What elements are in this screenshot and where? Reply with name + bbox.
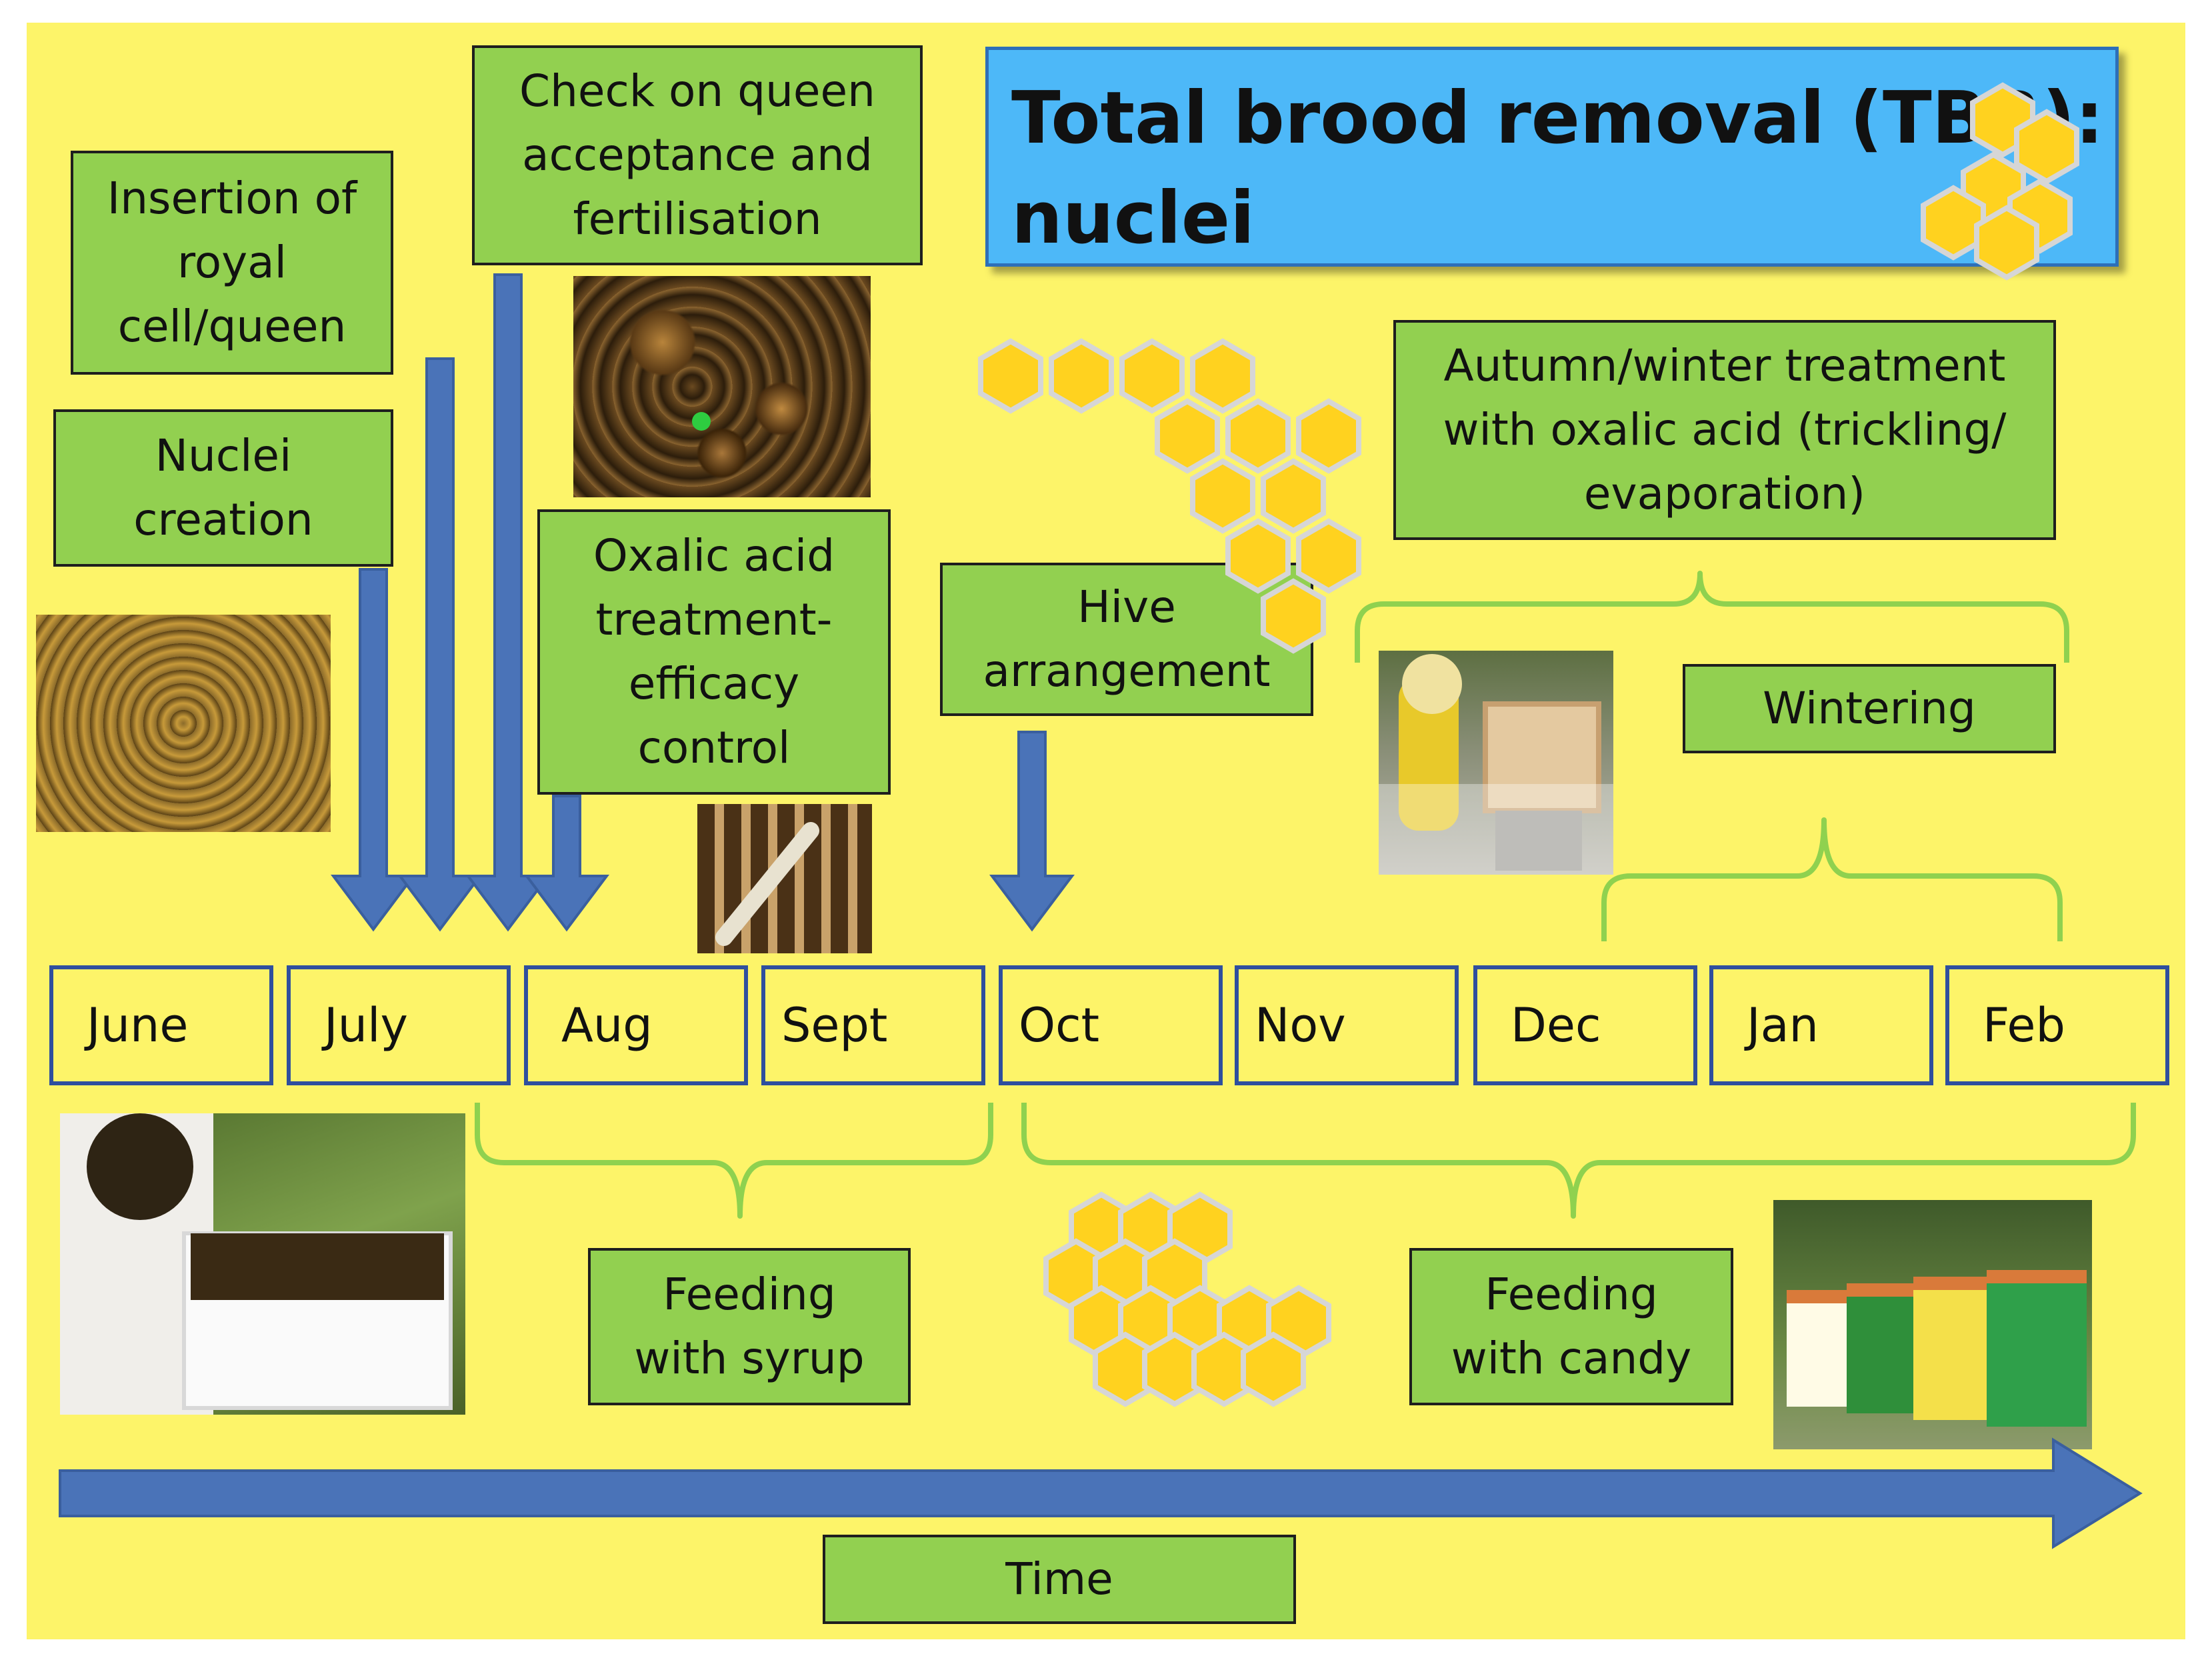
box-nuclei-line: Nuclei (155, 430, 292, 481)
box-nuclei-line: creation (133, 494, 313, 545)
box-insertion-line: royal (177, 237, 287, 288)
photo-beekeeper-treatment (1379, 651, 1613, 875)
box-feeding-syrup: Feeding with syrup (588, 1248, 911, 1405)
box-syrup-line: with syrup (634, 1333, 865, 1384)
box-wintering-line: Wintering (1763, 683, 1976, 734)
beekeeper-figure (1379, 654, 1613, 875)
brace-autumn (1355, 571, 2069, 663)
box-oxalic-line: treatment- (595, 594, 833, 645)
photo-syringe-frames (697, 804, 872, 953)
photo-bees-queen (573, 276, 871, 497)
title-line-1: Total brood removal (TBR): (1011, 77, 2104, 160)
nucleus-box-figure (60, 1113, 453, 1415)
arrow-hive-arrangement (989, 731, 1075, 932)
arrow-insertion (397, 357, 483, 932)
syringe-icon (715, 822, 819, 946)
box-nuclei-creation: Nuclei creation (53, 409, 393, 567)
box-autumn-treatment: Autumn/winter treatment with oxalic acid… (1393, 320, 2056, 540)
arrow-check-queen (465, 273, 551, 932)
month-jan: Jan (1709, 965, 1933, 1085)
box-hive-arrangement: Hive arrangement (940, 563, 1313, 716)
box-check-line: fertilisation (573, 193, 822, 245)
box-syrup-line: Feeding (663, 1269, 836, 1320)
hive-row-figure (1787, 1270, 2087, 1427)
box-autumn-line: with oxalic acid (trickling/ (1443, 404, 2007, 455)
month-aug: Aug (524, 965, 748, 1085)
month-nov: Nov (1235, 965, 1459, 1085)
box-oxalic-line: efficacy (628, 658, 800, 709)
photo-hive-row (1773, 1200, 2092, 1449)
box-candy-line: Feeding (1485, 1269, 1658, 1320)
box-oxalic-line: Oxalic acid (593, 530, 835, 581)
box-oxalic-acid: Oxalic acid treatment- efficacy control (537, 509, 891, 795)
arrow-nuclei-creation (331, 568, 416, 932)
title-banner: Total brood removal (TBR): nuclei (985, 47, 2119, 267)
box-check-line: acceptance and (522, 129, 873, 181)
box-time-line: Time (1005, 1553, 1113, 1605)
box-hive-line: Hive (1077, 581, 1176, 633)
box-insertion: Insertion of royal cell/queen (71, 151, 393, 375)
box-check-line: Check on queen (519, 65, 875, 117)
diagram-canvas: Total brood removal (TBR): nuclei Insert… (27, 23, 2185, 1639)
photo-nucleus-box (60, 1113, 465, 1415)
box-insertion-line: Insertion of (107, 173, 357, 224)
photo-brood-frame (36, 615, 331, 832)
box-autumn-line: Autumn/winter treatment (1443, 340, 2006, 391)
brace-feeding-candy (1021, 1103, 2136, 1219)
month-june: June (49, 965, 273, 1085)
box-feeding-candy: Feeding with candy (1409, 1248, 1733, 1405)
box-autumn-line: evaporation) (1583, 468, 1866, 519)
month-sept: Sept (761, 965, 985, 1085)
month-feb: Feb (1945, 965, 2169, 1085)
month-july: July (287, 965, 511, 1085)
month-dec: Dec (1473, 965, 1697, 1085)
box-insertion-line: cell/queen (117, 301, 347, 352)
honeycomb-cluster-bottom (1046, 1195, 1329, 1404)
title-line-2: nuclei (1011, 177, 1255, 260)
box-check-queen: Check on queen acceptance and fertilisat… (472, 45, 923, 265)
month-oct: Oct (999, 965, 1223, 1085)
box-oxalic-line: control (637, 722, 791, 773)
box-candy-line: with candy (1451, 1333, 1692, 1384)
brace-wintering (1601, 817, 2063, 941)
time-arrow (59, 1437, 2143, 1549)
box-wintering: Wintering (1683, 664, 2056, 753)
arrow-oxalic-acid (524, 795, 609, 932)
box-hive-line: arrangement (983, 645, 1271, 697)
box-time: Time (823, 1535, 1296, 1624)
queen-marker (692, 412, 711, 431)
brace-feeding-syrup (475, 1103, 993, 1219)
